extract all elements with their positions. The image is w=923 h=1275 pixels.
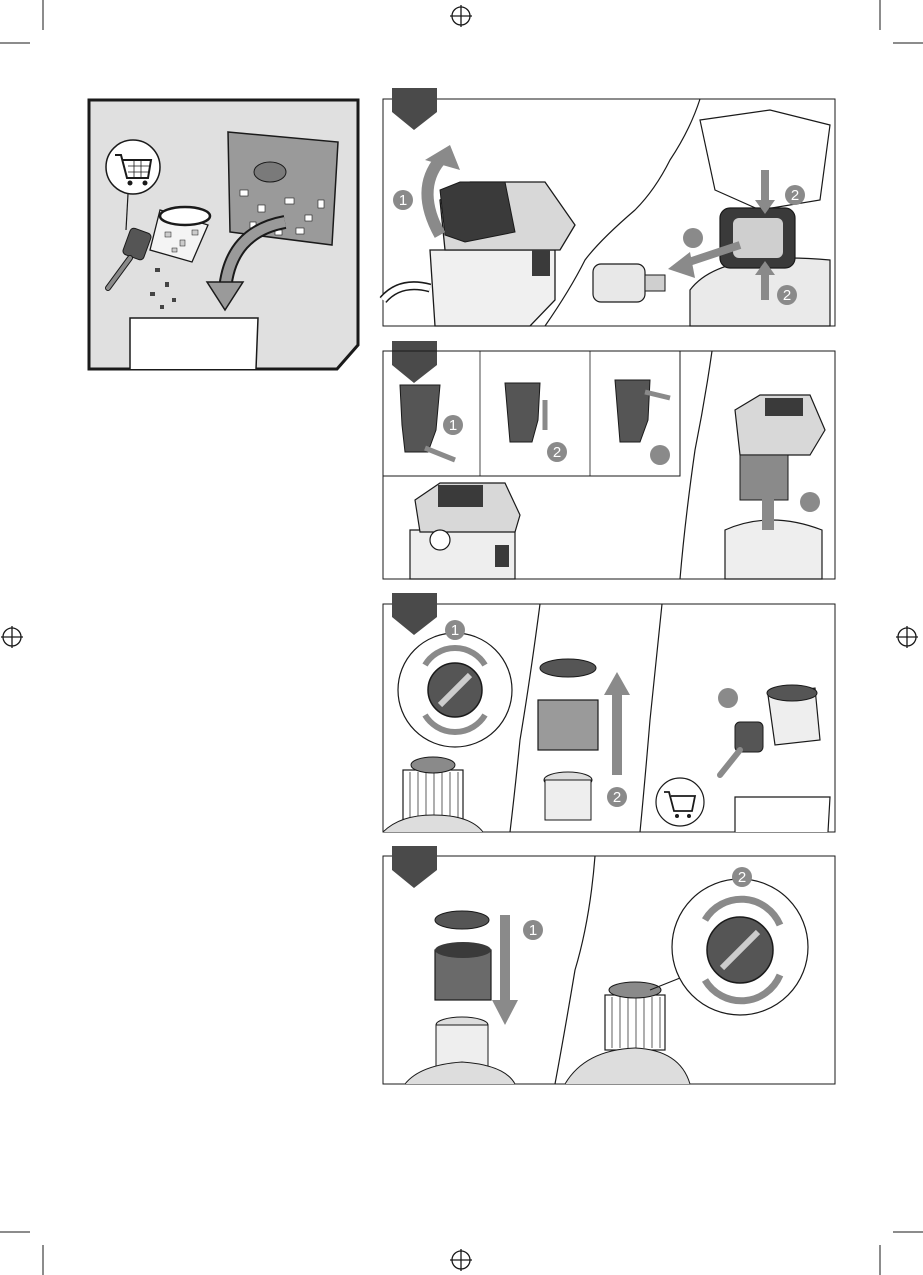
callout-d-2: 2 <box>738 869 746 886</box>
callout-d-1: 1 <box>529 922 537 939</box>
filter-cap-icon <box>435 911 489 929</box>
